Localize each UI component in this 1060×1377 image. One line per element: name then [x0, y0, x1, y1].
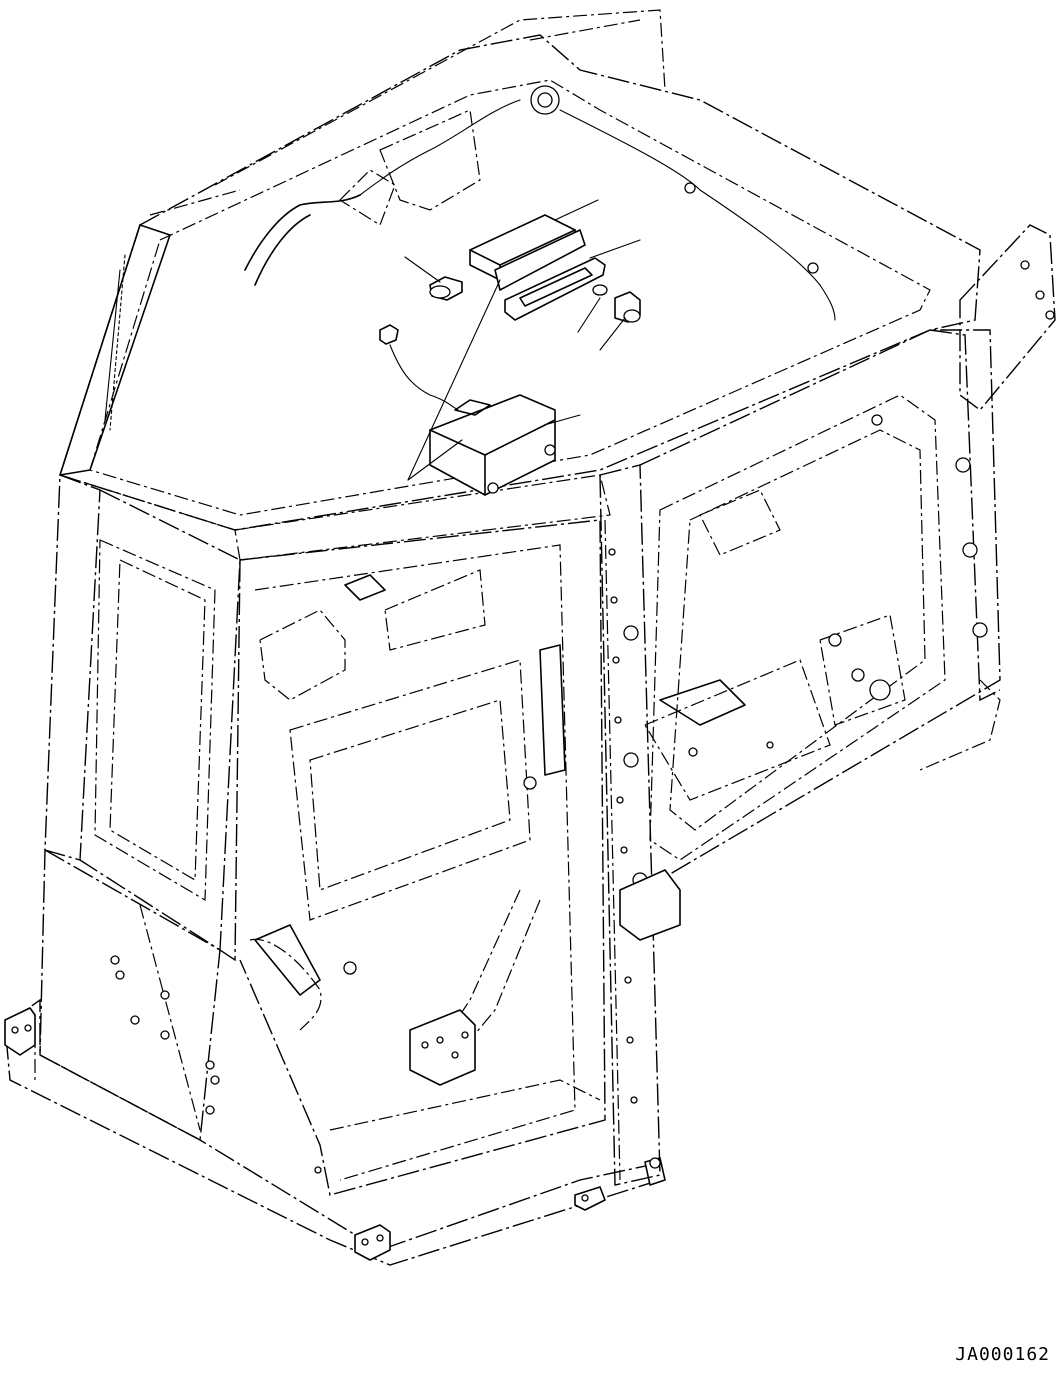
roof-wiring-harness: [244, 85, 836, 321]
base-floor-frame: [4, 998, 666, 1266]
electronic-module-box: [379, 324, 556, 496]
mounting-bolt-right: [614, 291, 641, 323]
right-rear-window-frame: [639, 329, 1001, 881]
door-brace-and-hinge: [249, 869, 681, 1131]
rear-right-panel: [959, 224, 1056, 411]
mounting-washer: [592, 284, 608, 296]
leader-lines: [404, 199, 641, 481]
mounting-bracket-plate: [504, 257, 606, 321]
left-door-frame: [44, 474, 241, 962]
lower-left-side-panel: [39, 848, 221, 1142]
mounting-bolt-left: [429, 276, 463, 301]
rear-interior-frame: [239, 519, 606, 1196]
roof-panel: [59, 9, 981, 561]
center-pillar: [599, 464, 661, 1186]
drawing-reference-code: JA000162: [955, 1344, 1050, 1365]
